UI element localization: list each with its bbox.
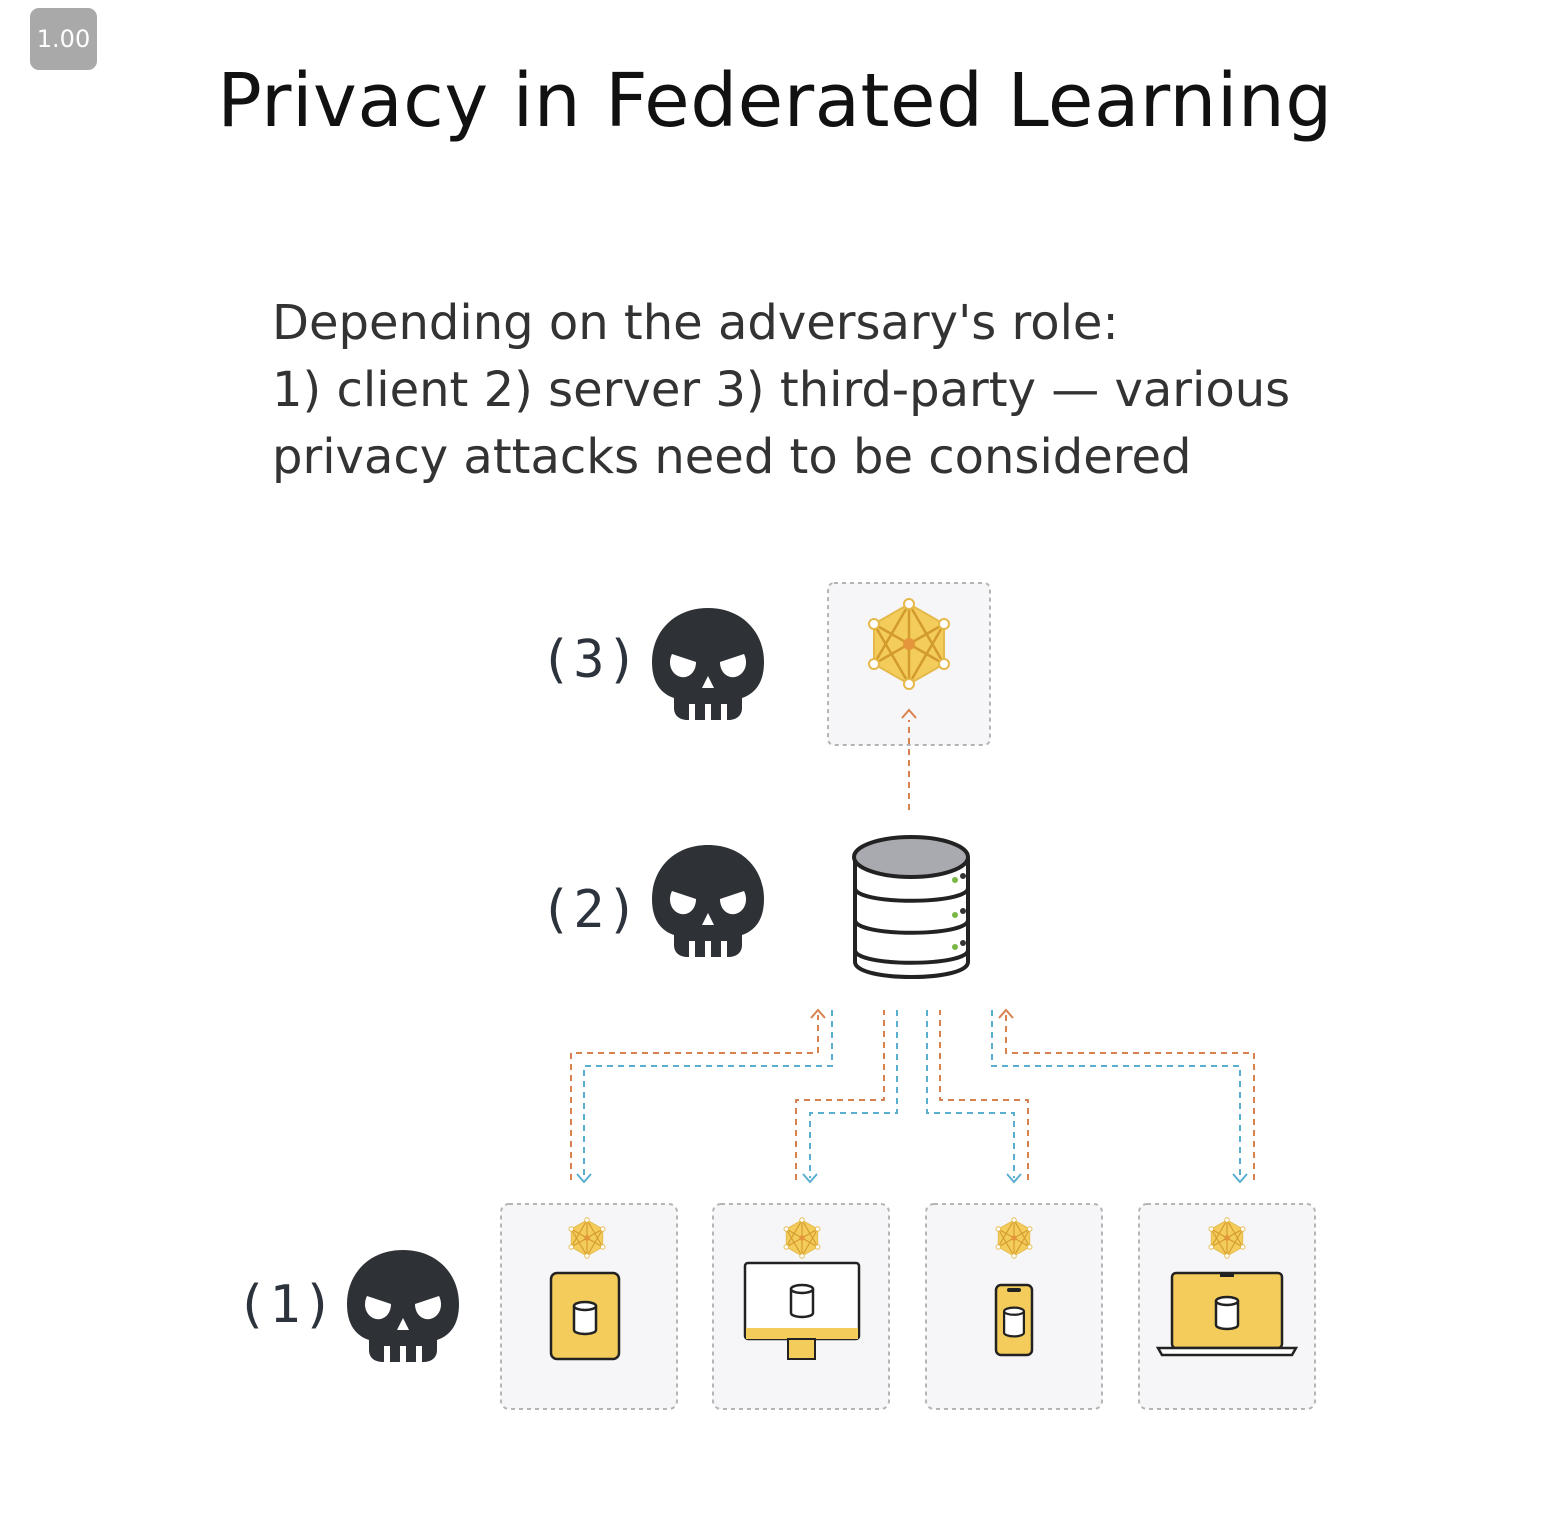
client-server-arrows [570,1010,1255,1180]
client-box [500,1203,678,1410]
slide-subtitle: Depending on the adversary's role: 1) cl… [272,290,1422,491]
skull-icon [652,845,764,957]
playback-speed-badge[interactable]: 1.00 [30,8,97,70]
subtitle-line-2: 1) client 2) server 3) third-party — var… [272,362,1291,418]
role-label-server: (2) [540,880,640,940]
role-label-third-party: (3) [540,630,640,690]
client-box [925,1203,1103,1410]
client-box [712,1203,890,1410]
arrow-heads [576,1008,1248,1184]
arrow-head [901,708,917,719]
client-box [1138,1203,1316,1410]
skull-icon [652,608,764,720]
role-label-client: (1) [236,1275,336,1335]
skull-icon [347,1250,459,1362]
desktop-monitor-icon [743,1261,861,1360]
subtitle-line-1: Depending on the adversary's role: [272,295,1119,351]
tablet-icon [549,1271,621,1361]
database-server-icon [852,835,970,979]
slide-title: Privacy in Federated Learning [217,58,1333,144]
subtitle-line-3: privacy attacks need to be considered [272,429,1192,485]
phone-icon [994,1283,1034,1357]
laptop-icon [1155,1271,1299,1357]
